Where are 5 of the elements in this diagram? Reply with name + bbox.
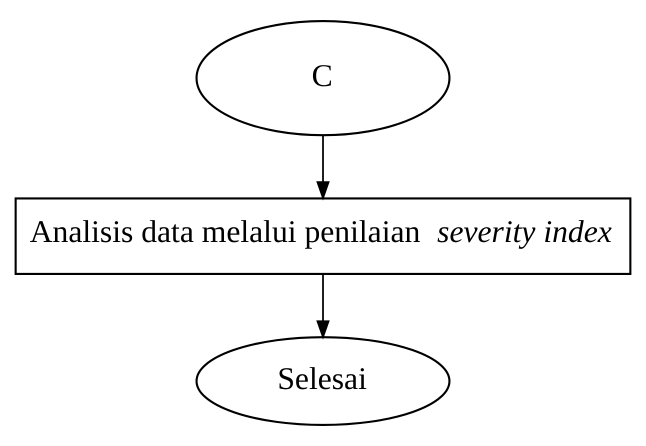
node-box: Analisis data melalui penilaian severity index — [14, 197, 632, 275]
arrow — [316, 274, 330, 340]
arrow — [316, 136, 330, 201]
node-ellipse: C — [195, 20, 450, 136]
node-ellipse: Selesai — [195, 336, 450, 426]
